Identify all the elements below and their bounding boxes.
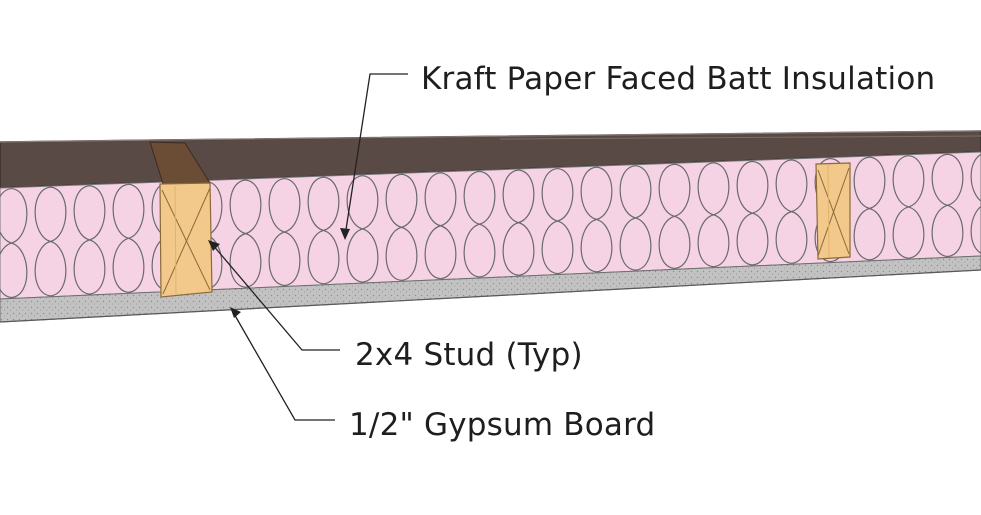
insulation-loop (892, 155, 925, 259)
label-stud: 2x4 Stud (Typ) (355, 337, 583, 373)
label-gypsum-board: 1/2" Gypsum Board (349, 407, 656, 443)
label-batt-insulation: Kraft Paper Faced Batt Insulation (421, 61, 936, 97)
insulation-loop (736, 160, 769, 266)
insulation-loop (34, 186, 67, 297)
arrowhead-icon (208, 240, 220, 251)
insulation-loop (385, 173, 418, 282)
insulation-loop (112, 183, 145, 293)
insulation-loop (970, 152, 981, 256)
insulation-loop (853, 156, 886, 261)
insulation-loop (307, 176, 340, 285)
insulation-loop (346, 175, 379, 283)
arrowhead-icon (340, 228, 350, 240)
insulation-loop (775, 159, 808, 264)
insulation-loop (619, 165, 652, 271)
leader-line-stud (208, 240, 340, 351)
insulation-loop (0, 187, 28, 299)
insulation-loop (463, 170, 496, 278)
insulation-loop (541, 167, 574, 275)
insulation-loop (229, 179, 262, 288)
insulation-loop (268, 177, 301, 287)
leader-line-gypsum (230, 307, 335, 421)
insulation-loop (73, 185, 106, 295)
insulation-loop (424, 172, 457, 280)
insulation-loop (502, 169, 535, 276)
insulation-loop (658, 163, 691, 270)
arrowhead-icon (230, 307, 241, 318)
insulation-loop (931, 153, 964, 258)
gypsum-board-icon (0, 255, 981, 323)
insulation-loop (697, 162, 730, 268)
insulation-loop (580, 166, 613, 273)
wood-stud-icon (815, 162, 851, 260)
leader-line-insulation (340, 73, 408, 240)
wood-stud-icon (149, 141, 213, 298)
